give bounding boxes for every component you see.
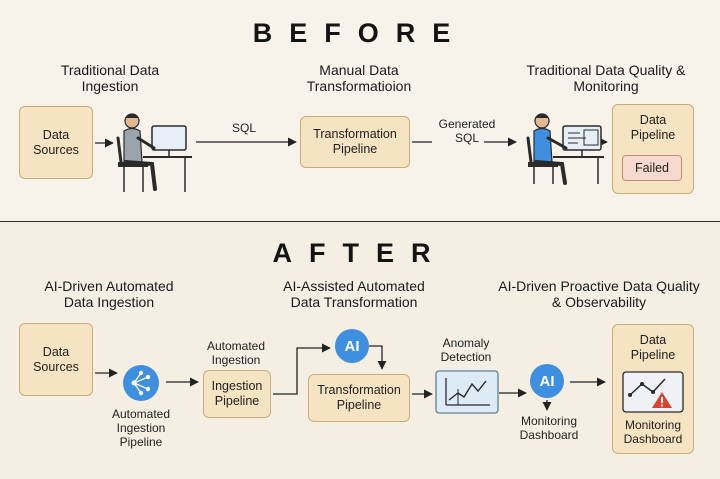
after-transformation-pipeline-box: Transformation Pipeline [308,374,410,422]
after-title: AFTER [272,238,448,268]
monitoring-dashboard-caption: Monitoring Dashboard [519,414,579,442]
sql-label: SQL [231,121,256,135]
monitoring-dashboard-label: Monitoring Dashboard [623,418,683,446]
after-col2-title: AI-Assisted Automated Data Transformatio… [283,278,425,310]
before-col1-title: Traditional Data Ingestion [60,62,160,94]
ai-badge-transformation: AI [335,329,369,363]
engineer-figure-1 [116,113,192,192]
after-col1-title: AI-Driven Automated Data Ingestion [44,278,174,310]
arrow-ai-to-transformation [369,345,387,370]
arrow-ingestion-to-ai [273,343,331,395]
ingestion-pipeline-label: Ingestion Pipeline [211,379,263,408]
ai-badge-monitoring: AI [530,364,564,398]
engineer-figure-2 [526,113,604,185]
before-col3-title: Traditional Data Quality & Monitoring [526,62,686,94]
section-divider [0,221,720,222]
after-col3-title: AI-Driven Proactive Data Quality & Obser… [498,278,700,310]
before-transformation-pipeline-box: Transformation Pipeline [300,116,410,168]
before-transformation-pipeline-label: Transformation Pipeline [313,127,397,156]
automated-ingestion-label: Automated Ingestion [206,339,266,367]
dashboard-warning-icon [622,371,684,413]
before-col2-title: Manual Data Transformatioion [306,62,412,94]
after-data-sources-label: Data Sources [33,344,79,374]
before-data-pipeline-label: Data Pipeline [630,113,676,142]
network-icon [123,365,159,401]
before-data-sources-label: Data Sources [33,127,79,157]
after-transformation-pipeline-label: Transformation Pipeline [317,383,401,412]
after-data-sources-box: Data Sources [19,323,93,396]
anomaly-detection-label: Anomaly Detection [440,336,492,364]
after-data-pipeline-label: Data Pipeline [630,333,676,362]
failed-badge: Failed [622,155,682,181]
before-title: BEFORE [252,18,468,48]
automated-ingestion-pipeline-label: Automated Ingestion Pipeline [111,407,171,449]
anomaly-chart-icon [435,370,499,414]
generated-sql-label: Generated SQL [438,117,496,145]
before-data-sources-box: Data Sources [19,106,93,179]
ingestion-pipeline-box: Ingestion Pipeline [203,370,271,418]
